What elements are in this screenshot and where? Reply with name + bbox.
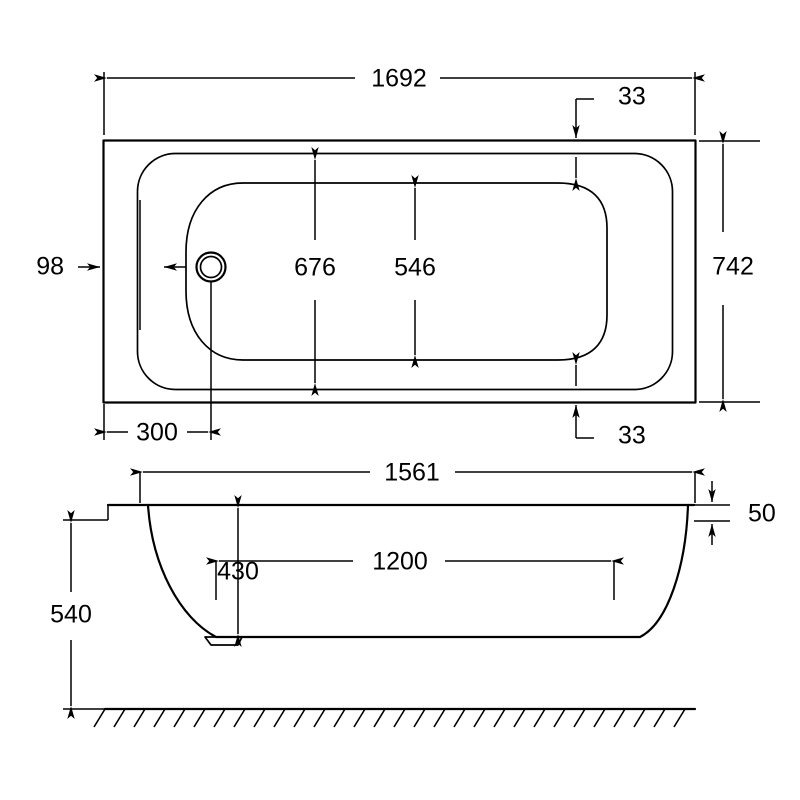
dim-label-540: 540: [50, 601, 92, 629]
dim-label-300: 300: [136, 419, 178, 447]
plan-rim-rounded-rect: [136, 152, 674, 391]
plan-view-group: 1692 742 98 300 676 546 33: [36, 65, 760, 450]
dim-label-1561: 1561: [384, 459, 440, 487]
ground-hatching: [93, 708, 686, 728]
dim-label-33-top: 33: [618, 83, 646, 111]
dim-label-98: 98: [36, 253, 64, 281]
plan-waste-outer-circle: [195, 251, 227, 283]
plan-waste-inner-circle: [199, 255, 223, 279]
dim-label-50: 50: [748, 500, 776, 528]
dim-label-430: 430: [217, 558, 259, 586]
elevation-view-group: 1561 1200 430 540 50: [50, 459, 776, 728]
dim-label-1200: 1200: [372, 548, 428, 576]
dim-label-742: 742: [712, 253, 754, 281]
plan-inner-bowl: [185, 182, 608, 361]
plan-outer-rectangle: [102, 139, 697, 404]
dim-label-1692: 1692: [371, 65, 427, 93]
dim-label-33-bottom: 33: [618, 422, 646, 450]
dim-label-546: 546: [394, 254, 436, 282]
elev-body-profile: [146, 503, 690, 639]
dim-label-676: 676: [294, 254, 336, 282]
